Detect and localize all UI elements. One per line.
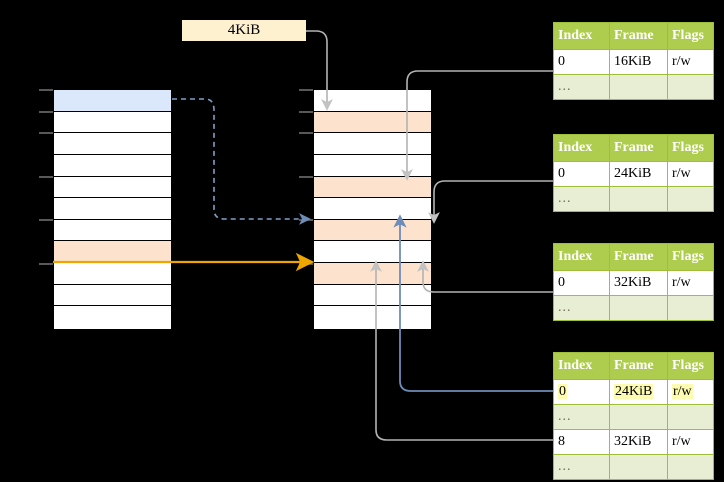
column-header-index: Index [553,243,610,271]
cell-flags: r/w [667,429,714,455]
virtual-memory-row-1 [54,90,171,112]
cell-index: ... [553,295,610,321]
wire-table2-to-physical [428,180,553,224]
table-row: 0 24KiB r/w [553,379,714,405]
virtual-address-space-column [53,89,172,330]
cell-index: ... [553,186,610,212]
virtual-memory-row-8 [54,241,171,263]
physical-column-ticks [299,89,313,265]
cell-frame: 24KiB [609,161,668,187]
virtual-memory-row-10 [54,284,171,307]
cell-flags: r/w [667,49,714,75]
cell-flags [667,186,714,212]
physical-memory-row-11 [314,306,431,328]
virtual-memory-row-2 [54,111,171,134]
physical-memory-row-9 [314,263,431,285]
column-header-flags: Flags [667,22,714,50]
wire-virtual-to-physical-dashed [172,98,311,225]
cell-frame [609,74,668,100]
cell-index: ... [553,454,610,480]
cell-index: ... [553,404,610,430]
cell-index: 0 [553,49,610,75]
cell-frame [609,454,668,480]
cell-frame [609,295,668,321]
virtual-memory-row-11 [54,306,171,328]
cell-index: 0 [553,161,610,187]
virtual-memory-row-5 [54,176,171,199]
cell-index: 0 [553,379,610,405]
table-row: ... [553,295,714,321]
column-header-frame: Frame [609,352,668,380]
cell-flags: r/w [667,270,714,296]
virtual-memory-row-4 [54,154,171,177]
table-row: ... [553,404,714,430]
cell-frame [609,186,668,212]
cell-flags [667,454,714,480]
wire-table3-to-physical [417,260,553,293]
cell-flags [667,74,714,100]
cell-frame [609,404,668,430]
cell-flags: r/w [667,379,714,405]
column-header-frame: Frame [609,22,668,50]
cell-index: 8 [553,429,610,455]
physical-memory-row-10 [314,284,431,307]
cell-frame: 32KiB [609,270,668,296]
cell-index: ... [553,74,610,100]
column-header-flags: Flags [667,352,714,380]
physical-memory-row-1 [314,90,431,112]
virtual-memory-row-7 [54,219,171,242]
column-header-flags: Flags [667,134,714,162]
table-row: ... [553,454,714,480]
virtual-memory-row-6 [54,198,171,220]
physical-memory-row-6 [314,198,431,220]
cell-flags [667,404,714,430]
column-header-frame: Frame [609,134,668,162]
column-header-frame: Frame [609,243,668,271]
physical-memory-row-8 [314,241,431,263]
virtual-memory-row-9 [54,263,171,285]
physical-memory-row-4 [314,154,431,177]
highlighted-value: 24KiB [614,384,654,399]
table-row: ... [553,74,714,100]
physical-memory-row-2 [314,111,431,134]
physical-memory-column [313,89,432,330]
column-header-flags: Flags [667,243,714,271]
virtual-column-ticks [39,89,53,265]
cell-frame: 24KiB [609,379,668,405]
physical-memory-row-7 [314,219,431,242]
highlighted-value: r/w [672,384,693,399]
cell-flags [667,295,714,321]
highlighted-value: 0 [558,384,567,399]
virtual-memory-row-3 [54,133,171,155]
table-row: ... [553,186,714,212]
cell-flags: r/w [667,161,714,187]
column-header-index: Index [553,134,610,162]
cell-index: 0 [553,270,610,296]
physical-memory-row-5 [314,176,431,199]
cell-frame: 16KiB [609,49,668,75]
size-label-4kib: 4KiB [182,20,306,41]
cell-frame: 32KiB [609,429,668,455]
column-header-index: Index [553,352,610,380]
physical-memory-row-3 [314,133,431,155]
column-header-index: Index [553,22,610,50]
